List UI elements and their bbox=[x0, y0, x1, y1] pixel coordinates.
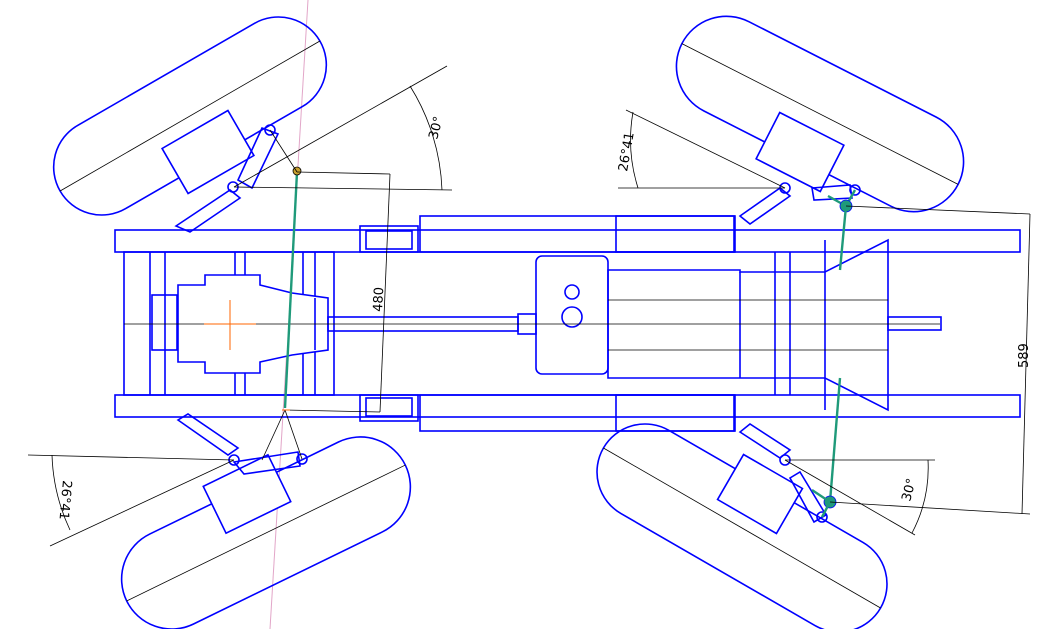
angle-label-front-right-top: 26°41 bbox=[616, 131, 638, 173]
dimension-lines bbox=[27, 65, 1031, 547]
angle-label-rear-left: 26°41 bbox=[56, 480, 74, 521]
hub-rear-right bbox=[716, 453, 804, 535]
steering-arms bbox=[174, 124, 861, 524]
hub-rear-left bbox=[755, 111, 845, 193]
angle-label-front-left: 30° bbox=[426, 115, 446, 141]
track-label-front: 480 bbox=[371, 287, 387, 313]
angle-label-rear-right: 30° bbox=[899, 477, 919, 503]
wheel-rear-right bbox=[596, 423, 888, 629]
wheel-rear-left bbox=[675, 15, 965, 213]
wheel-front-left bbox=[52, 16, 328, 216]
chassis-frame bbox=[114, 215, 1021, 432]
steering-linkage bbox=[283, 166, 857, 518]
hub-front-left bbox=[160, 109, 256, 195]
track-label-rear: 589 bbox=[1017, 343, 1032, 368]
hub-front-right bbox=[202, 453, 292, 535]
